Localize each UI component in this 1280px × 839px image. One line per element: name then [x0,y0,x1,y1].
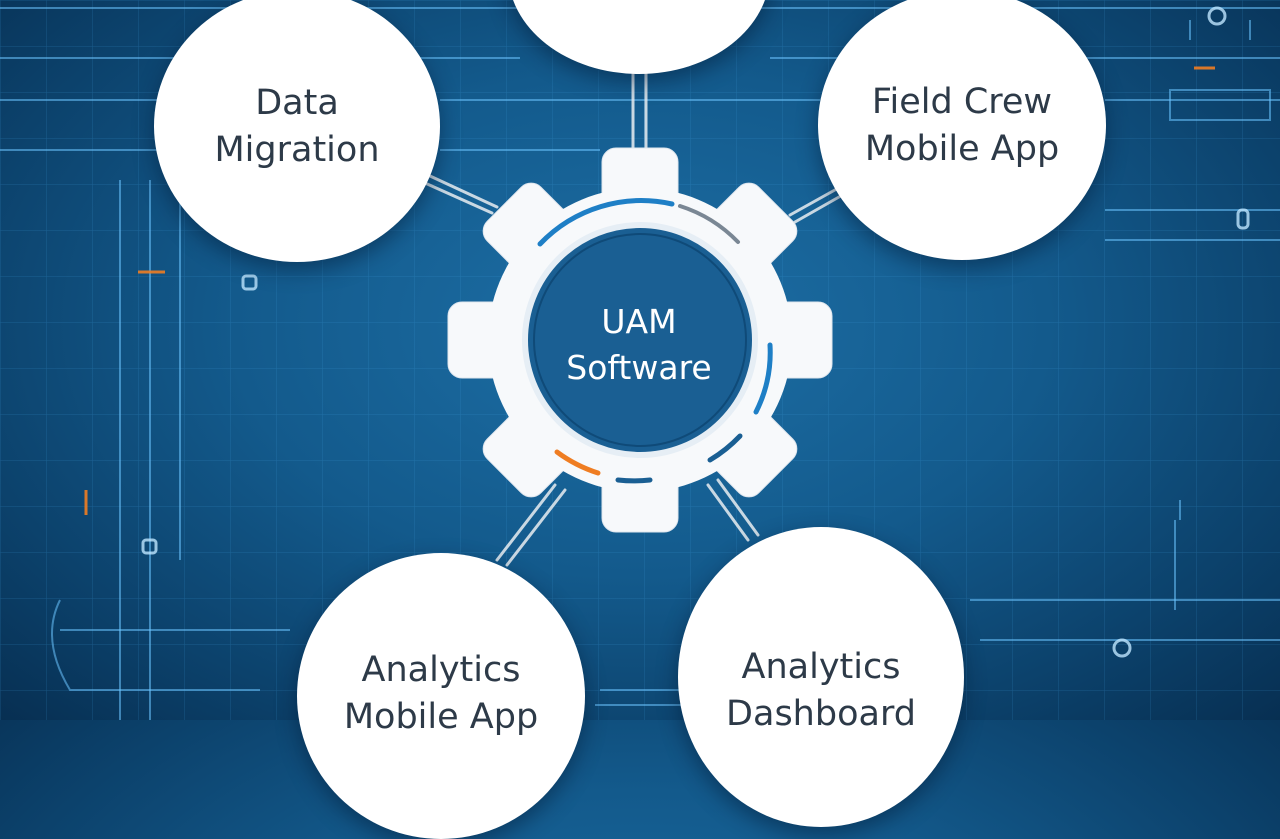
center-label: UAM Software [566,302,712,387]
node-analytics-mobile-app: Analytics Mobile App [297,553,585,839]
node-analytics-dashboard: Analytics Dashboard [678,527,964,827]
gear-icon [447,147,833,533]
node-data-migration: Data Migration [154,0,440,262]
node-field-crew-mobile-app: Field Crew Mobile App [818,0,1106,260]
node-label-analytics-dashboard: Analytics Dashboard [726,647,916,734]
node-label-field-crew: Field Crew Mobile App [864,82,1060,169]
node-label-data-migration: Data Migration [214,83,380,170]
node-label-analytics-mobile: Analytics Mobile App [343,650,539,737]
